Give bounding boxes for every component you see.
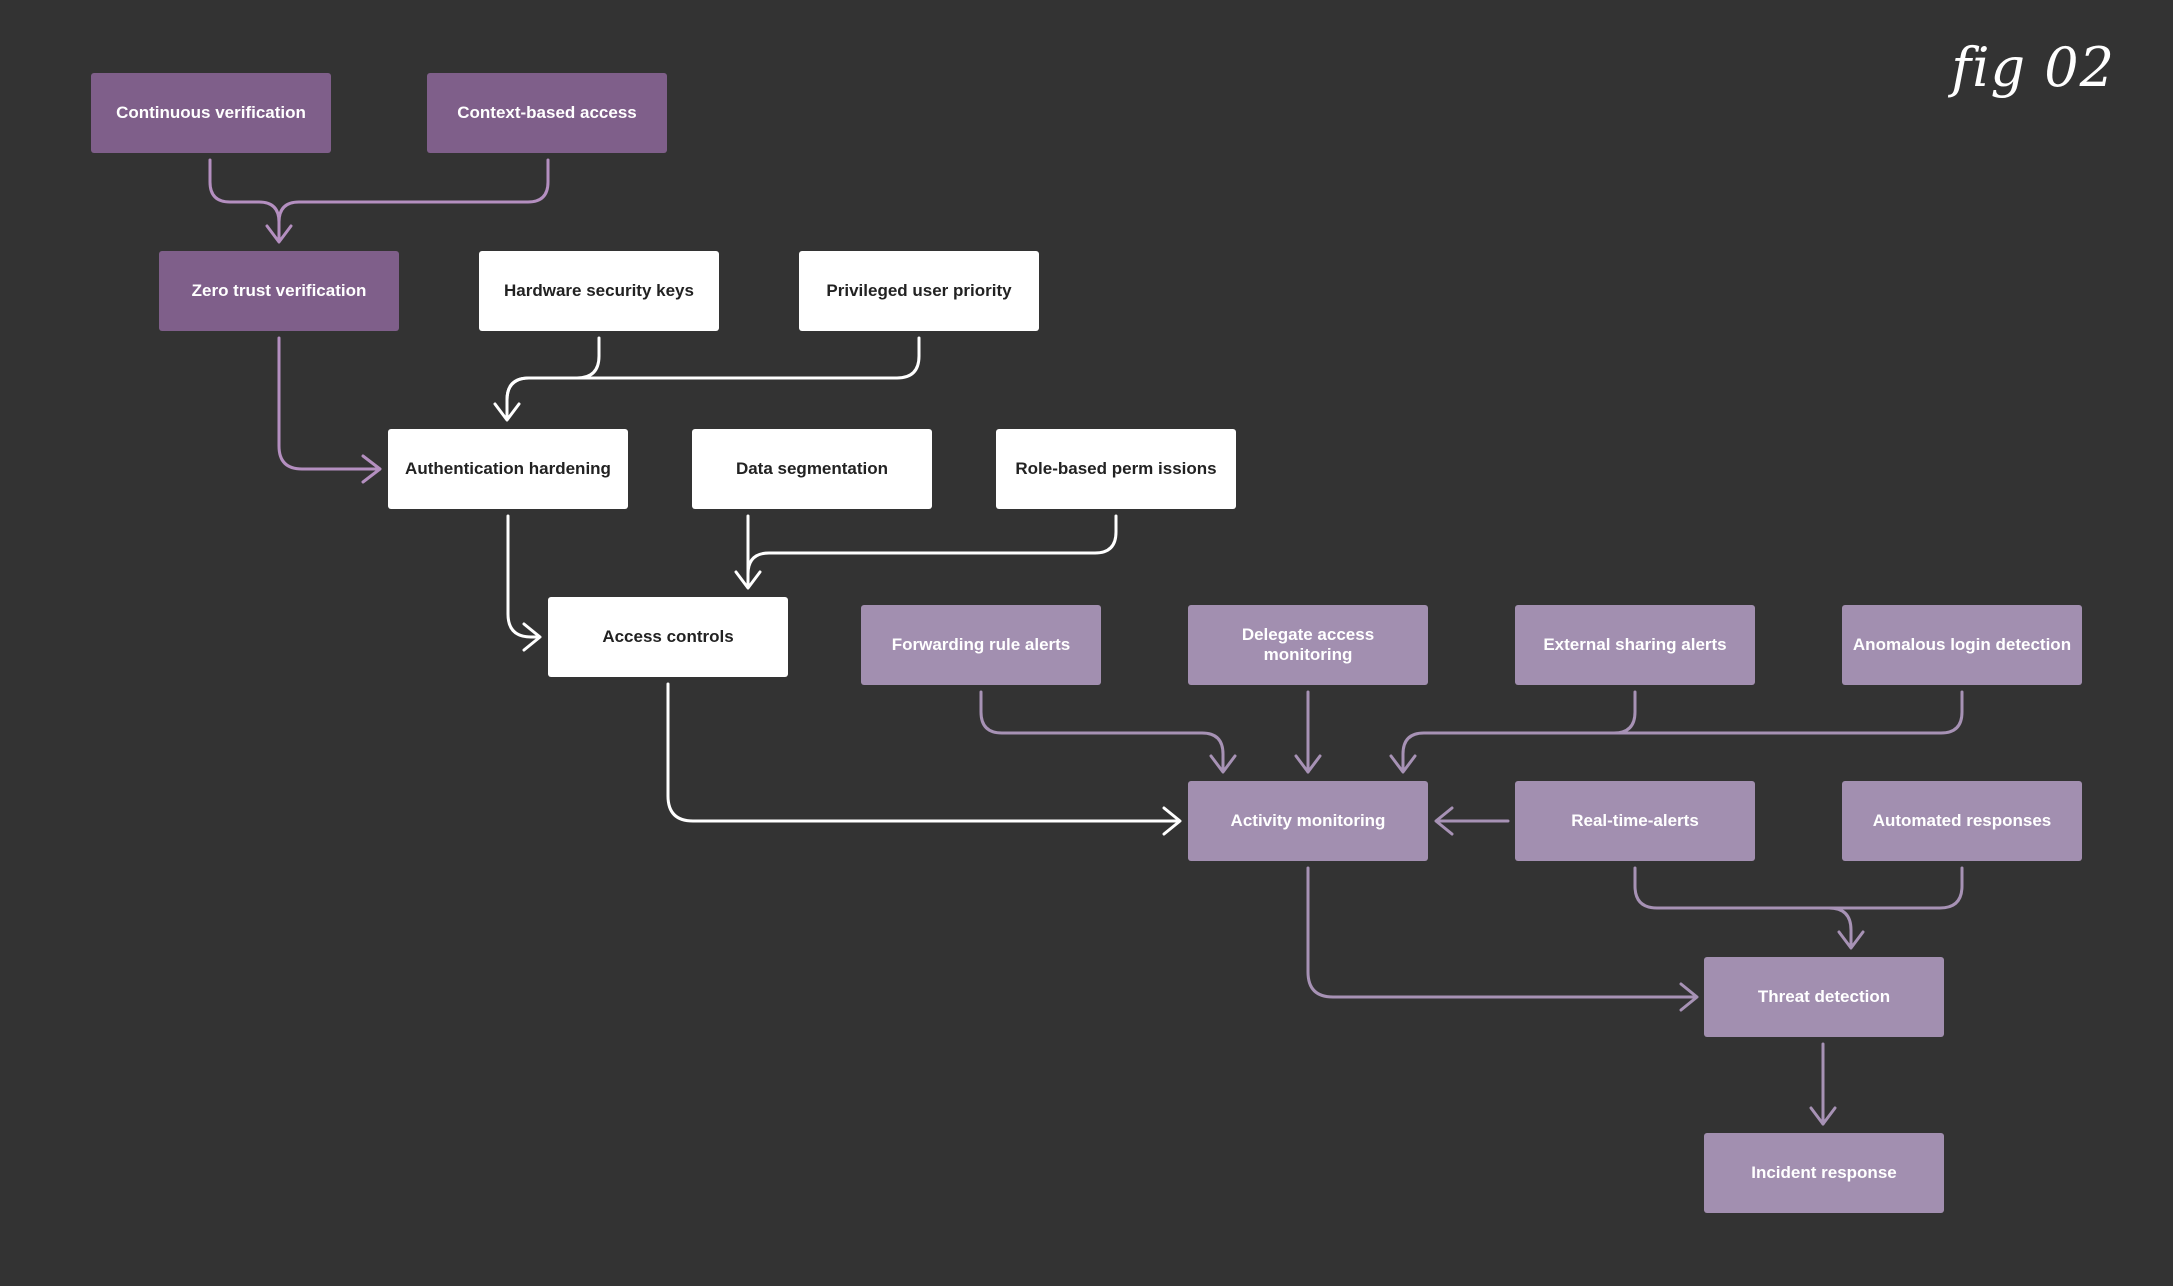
node-continuous-verification: Continuous verification [91,73,331,153]
arrowhead-activity-from-access [1162,806,1182,836]
node-threat-detection: Threat detection [1704,957,1944,1037]
arrowhead-access-from-auth [522,622,542,652]
node-automated-responses: Automated responses [1842,781,2082,861]
node-forwarding-rule-alerts: Forwarding rule alerts [861,605,1101,685]
node-context-based-access: Context-based access [427,73,667,153]
arrowhead-threat-from-activity [1679,982,1699,1012]
arrowhead-auth-from-zero-trust [361,454,382,484]
arrowhead-threat-from-top [1837,930,1865,950]
arrowhead-auth-from-top [493,402,521,422]
connector-privileged-to-auth [505,336,921,420]
arrowhead-zero-trust [265,224,293,244]
node-delegate-access-monitoring: Delegate access monitoring [1188,605,1428,685]
arrowhead-access-from-top [734,570,762,590]
arrowhead-activity-from-forwarding [1209,754,1237,774]
arrowhead-activity-from-realtime [1434,806,1454,836]
node-privileged-user-priority: Privileged user priority [799,251,1039,331]
connector-role-to-access [746,514,1118,588]
connector-continuous-to-zero-trust [208,158,281,242]
node-external-sharing-alerts: External sharing alerts [1515,605,1755,685]
connector-realtime-to-threat [1633,866,1853,948]
arrowhead-activity-from-external [1389,754,1417,774]
connector-auth-to-access [506,514,540,639]
node-activity-monitoring: Activity monitoring [1188,781,1428,861]
connector-anomalous-to-activity [1612,690,1964,735]
node-hardware-security-keys: Hardware security keys [479,251,719,331]
node-anomalous-login-detection: Anomalous login detection [1842,605,2082,685]
arrowhead-activity-from-delegate [1294,754,1322,774]
node-access-controls: Access controls [548,597,788,677]
node-role-based-permissions: Role-based perm issions [996,429,1236,509]
connector-zero-trust-to-auth [277,336,380,471]
arrowhead-incident [1809,1106,1837,1126]
figure-label: fig 02 [1951,36,2115,99]
connector-forwarding-to-activity [979,690,1225,772]
connector-activity-to-threat [1306,866,1697,999]
connector-external-to-activity [1401,690,1637,772]
connector-context-to-zero-trust [277,158,550,242]
connector-automated-to-threat [1827,866,1964,910]
node-incident-response: Incident response [1704,1133,1944,1213]
node-real-time-alerts: Real-time-alerts [1515,781,1755,861]
connector-access-to-activity [666,682,1180,823]
node-data-segmentation: Data segmentation [692,429,932,509]
node-authentication-hardening: Authentication hardening [388,429,628,509]
node-zero-trust-verification: Zero trust verification [159,251,399,331]
